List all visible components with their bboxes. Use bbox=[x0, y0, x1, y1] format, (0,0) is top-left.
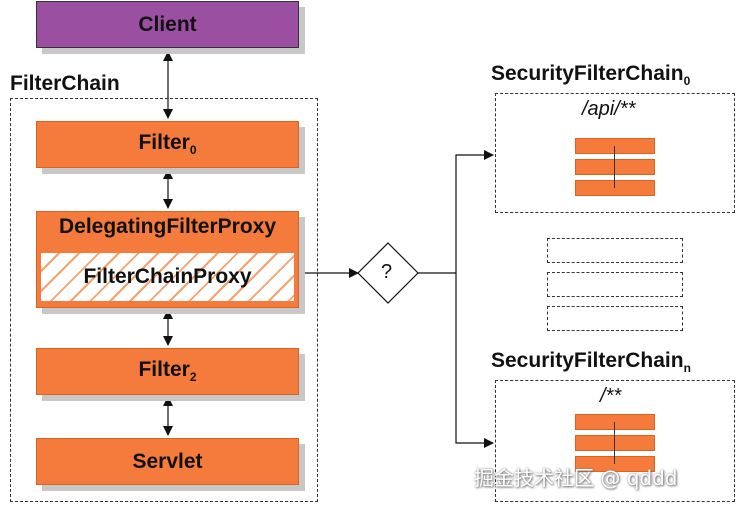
chainn-filter-2 bbox=[575, 435, 655, 451]
decision-to-chain0-arrow bbox=[455, 150, 494, 273]
decision-label: ? bbox=[381, 261, 393, 283]
filter-chain-container bbox=[10, 98, 318, 502]
chain0-filter-3 bbox=[575, 180, 655, 196]
client-label: Client bbox=[138, 12, 197, 36]
security-chain-n-pattern: /** bbox=[600, 385, 622, 407]
decision-to-chainn-arrow bbox=[455, 273, 494, 448]
delegating-filter-proxy-label: DelegatingFilterProxy bbox=[58, 215, 277, 238]
chainn-filter-1 bbox=[575, 414, 655, 430]
filter-chain-title: FilterChain bbox=[10, 72, 120, 95]
security-chain-0-pattern: /api/** bbox=[582, 98, 636, 120]
client-box: Client bbox=[36, 1, 299, 48]
chain-placeholder-1 bbox=[547, 238, 683, 263]
decision-diamond bbox=[357, 242, 419, 304]
chain-placeholder-3 bbox=[547, 306, 683, 331]
security-chain-n-title: SecurityFilterChainn bbox=[491, 349, 691, 376]
security-chain-n-box bbox=[495, 380, 735, 502]
security-chain-0-box bbox=[495, 93, 735, 213]
filter2-box: Filter2 bbox=[36, 348, 299, 395]
watermark-text: 掘金技术社区 @ qddd bbox=[474, 466, 678, 490]
filter-chain-proxy-box: FilterChainProxy bbox=[40, 252, 295, 302]
chainn-connector bbox=[614, 422, 615, 464]
chain0-filter-2 bbox=[575, 159, 655, 175]
servlet-box: Servlet bbox=[36, 438, 299, 485]
chain-placeholder-2 bbox=[547, 272, 683, 297]
servlet-label: Servlet bbox=[132, 449, 203, 473]
filter0-label: Filter0 bbox=[138, 131, 197, 158]
filter0-box: Filter0 bbox=[36, 121, 299, 168]
chain0-filter-1 bbox=[575, 138, 655, 154]
chainn-filter-3 bbox=[575, 456, 655, 472]
security-chain-0-title: SecurityFilterChain0 bbox=[491, 62, 691, 89]
filter-chain-proxy-label: FilterChainProxy bbox=[83, 265, 252, 288]
chain0-connector bbox=[614, 146, 615, 188]
filter2-label: Filter2 bbox=[138, 358, 197, 385]
